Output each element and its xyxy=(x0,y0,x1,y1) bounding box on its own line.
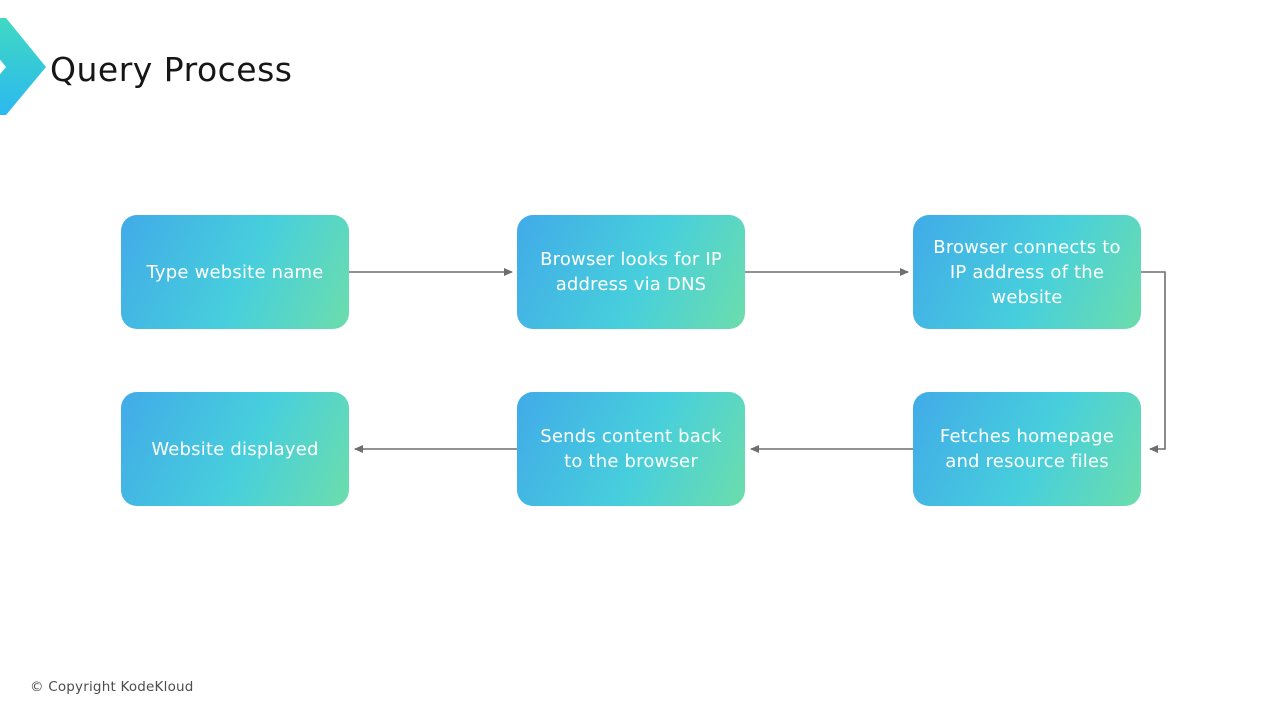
page-title: Query Process xyxy=(50,50,293,89)
kodekloud-chevron-logo xyxy=(0,18,46,115)
flow-box-label: Sends content back to the browser xyxy=(540,426,722,472)
copyright-text: © Copyright KodeKloud xyxy=(30,679,194,695)
flow-box-label: Website displayed xyxy=(151,438,319,460)
flow-box-website-displayed: Website displayed xyxy=(121,392,349,506)
flow-box-label: Fetches homepage and resource files xyxy=(939,426,1115,472)
flow-box-browser-looks-for-ip: Browser looks for IP address via DNS xyxy=(517,215,745,329)
arrow-step3-to-step4-elbow xyxy=(1141,271,1166,453)
flow-box-browser-connects-to-ip: Browser connects to IP address of the we… xyxy=(913,215,1141,329)
flow-box-label: Type website name xyxy=(146,261,324,283)
flow-box-label: Browser connects to IP address of the we… xyxy=(933,236,1121,308)
flow-box-sends-content-back: Sends content back to the browser xyxy=(517,392,745,506)
flow-box-label: Browser looks for IP address via DNS xyxy=(540,249,722,295)
flow-box-fetches-homepage: Fetches homepage and resource files xyxy=(913,392,1141,506)
flow-box-type-website-name: Type website name xyxy=(121,215,349,329)
